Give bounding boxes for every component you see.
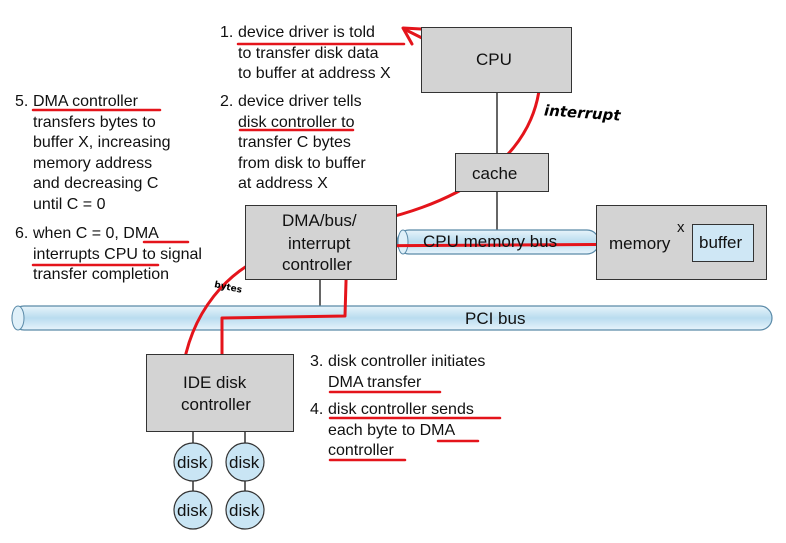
memory-label: memory — [609, 234, 671, 253]
step-5-number: 5. — [15, 93, 29, 110]
disk-3 — [173, 490, 213, 530]
dma-label-line3: controller — [282, 255, 352, 274]
step-6-line3: transfer completion — [33, 266, 170, 283]
dma-controller-box: DMA/bus/ interrupt controller — [245, 205, 397, 280]
cpu-box: CPU — [421, 27, 572, 93]
step-2: 2.device driver tells disk controller to… — [220, 92, 366, 195]
disk-2 — [225, 442, 265, 482]
arrow-cpu-to-step1-head — [401, 26, 423, 46]
step-1-number: 1. — [220, 24, 234, 41]
ide-label-line1: IDE disk — [183, 373, 247, 392]
buffer-label: buffer — [699, 233, 743, 252]
step-4-line2: each byte to DMA — [328, 421, 456, 439]
step-4: 4.disk controller sends each byte to DMA… — [310, 400, 474, 462]
disk-shapes — [173, 442, 265, 530]
step-4-line3: controller — [328, 442, 394, 459]
step-1-line2: to transfer disk data — [238, 44, 379, 62]
step-6: 6.when C = 0, DMA interrupts CPU to sign… — [15, 224, 202, 286]
step-2-line4: from disk to buffer — [238, 154, 366, 172]
disk-label-4: disk — [229, 501, 260, 520]
dma-label-line1: DMA/bus/ — [282, 211, 357, 230]
pci-bus-label: PCI bus — [465, 309, 526, 328]
step-2-line2: disk controller to — [238, 113, 355, 131]
disk-label-1: disk — [177, 453, 208, 472]
step-1-line3: to buffer at address X — [238, 65, 391, 82]
disk-label-3: disk — [177, 501, 208, 520]
step-3-line2: DMA transfer — [328, 373, 422, 391]
step-2-line3: transfer C bytes — [238, 134, 351, 151]
step-2-line1: device driver tells — [238, 93, 362, 110]
step-5-line6: until C = 0 — [33, 195, 106, 213]
step-5: 5.DMA controller transfers bytes to buff… — [15, 92, 171, 215]
pci-bus — [11, 305, 773, 331]
step-3-number: 3. — [310, 353, 324, 370]
ide-label-line2: controller — [181, 395, 251, 414]
memory-box: memory x buffer — [596, 205, 767, 280]
step-6-line1: when C = 0, DMA — [33, 225, 159, 242]
cpu-label: CPU — [476, 50, 512, 69]
step-6-number: 6. — [15, 225, 29, 242]
cache-label: cache — [472, 164, 518, 183]
step-2-number: 2. — [220, 93, 234, 110]
dma-label-line2: interrupt — [288, 234, 351, 253]
buffer-box: buffer — [692, 224, 754, 262]
step-4-number: 4. — [310, 401, 324, 418]
step-5-line5: and decreasing C — [33, 175, 159, 192]
ide-controller-box: IDE disk controller — [146, 354, 294, 432]
red-underlines — [31, 42, 502, 462]
step-1: 1.device driver is told to transfer disk… — [220, 23, 391, 85]
step-3: 3.disk controller initiates DMA transfer — [310, 352, 485, 393]
cache-box: cache — [455, 153, 549, 192]
step-5-line2: transfers bytes to — [33, 113, 156, 131]
arrow-ide-to-dma — [220, 246, 349, 380]
step-5-line3: buffer X, increasing — [33, 134, 171, 151]
disk-label-2: disk — [229, 453, 260, 472]
step-5-line1: DMA controller — [33, 93, 138, 110]
buffer-marker-x: x — [677, 219, 685, 236]
step-5-line4: memory address — [33, 154, 153, 172]
step-6-line2: interrupts CPU to signal — [33, 245, 202, 263]
step-3-line1: disk controller initiates — [328, 353, 486, 370]
disk-4 — [225, 490, 265, 530]
cpu-memory-bus-label: CPU memory bus — [423, 232, 558, 251]
step-1-line1: device driver is told — [238, 24, 375, 41]
step-2-line5: at address X — [238, 175, 328, 192]
step-4-line1: disk controller sends — [328, 401, 474, 418]
disk-1 — [173, 442, 213, 482]
